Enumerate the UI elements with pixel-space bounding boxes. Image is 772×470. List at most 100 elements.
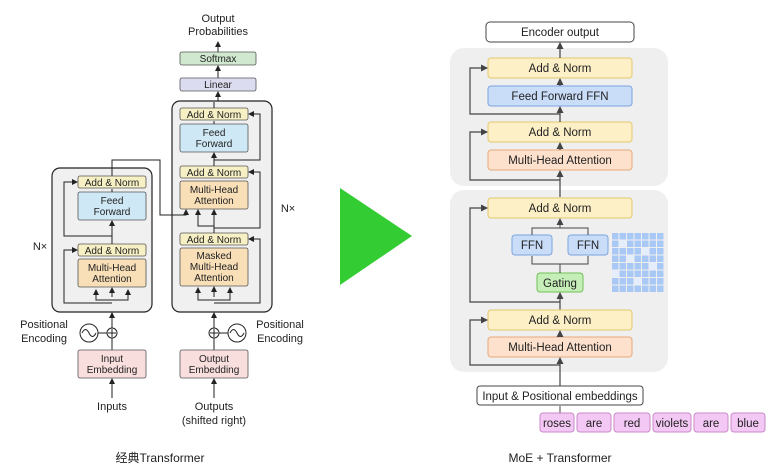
moe-add-norm-1-label: Add & Norm — [529, 203, 592, 215]
inputs-label: Inputs — [97, 401, 127, 413]
expert-grid-cell — [634, 285, 641, 292]
expert-grid-icon — [612, 233, 664, 292]
token-label: are — [703, 418, 720, 430]
decoder-add-norm-3-label: Add & Norm — [187, 235, 241, 246]
decoder-masked-label-1: Masked — [196, 251, 231, 262]
expert-grid-cell — [619, 278, 626, 285]
expert-grid-cell — [619, 248, 626, 255]
expert-grid-cell — [627, 255, 634, 262]
decoder-positional-label-2: Encoding — [257, 333, 303, 345]
expert-grid-cell — [627, 285, 634, 292]
encoder-nx-label: N× — [33, 241, 47, 253]
expert-grid-cell — [649, 263, 656, 270]
token-label: roses — [543, 418, 571, 430]
classic-caption: 经典Transformer — [116, 451, 205, 465]
classic-transformer: Output Probabilities Softmax Linear N× A… — [20, 13, 304, 465]
expert-grid-cell — [642, 285, 649, 292]
outputs-label-1: Outputs — [195, 401, 234, 413]
top-add-norm-1-label: Add & Norm — [529, 63, 592, 75]
expert-grid-cell — [657, 278, 664, 285]
token-box — [730, 412, 766, 433]
top-add-norm-2-label: Add & Norm — [529, 127, 592, 139]
gating-label: Gating — [543, 278, 577, 290]
moe-attention-label: Multi-Head Attention — [508, 342, 612, 354]
expert-grid-cell — [642, 240, 649, 247]
expert-grid-cell — [619, 285, 626, 292]
expert-grid-cell — [634, 233, 641, 240]
expert-grid-cell — [634, 270, 641, 277]
output-probabilities-label-2: Probabilities — [188, 26, 248, 38]
encoder-add-norm-bottom-label: Add & Norm — [85, 246, 139, 257]
input-embedding-label-2: Embedding — [87, 365, 138, 376]
token-box — [539, 412, 575, 433]
token-box — [576, 412, 612, 433]
encoder-add-norm-top-label: Add & Norm — [85, 178, 139, 189]
expert-grid-cell — [612, 255, 619, 262]
expert-grid-cell — [649, 248, 656, 255]
decoder-attention-label-2: Attention — [194, 196, 233, 207]
expert-grid-cell — [627, 233, 634, 240]
expert-grid-cell — [612, 270, 619, 277]
expert-grid-cell — [619, 233, 626, 240]
expert-grid-cell — [642, 263, 649, 270]
output-embedding-label-2: Embedding — [189, 365, 240, 376]
expert-grid-cell — [642, 255, 649, 262]
expert-grid-cell — [657, 285, 664, 292]
output-probabilities-label-1: Output — [201, 13, 234, 25]
token-label: blue — [737, 418, 759, 430]
decoder-ff-label-1: Feed — [203, 128, 226, 139]
expert-grid-cell — [642, 233, 649, 240]
expert-grid-cell — [657, 248, 664, 255]
token-box — [652, 412, 692, 433]
decoder-ff-label-2: Forward — [196, 139, 233, 150]
encoder-output-label: Encoder output — [521, 27, 600, 39]
expert-grid-cell — [642, 248, 649, 255]
top-attention-label: Multi-Head Attention — [508, 155, 612, 167]
expert-grid-cell — [657, 263, 664, 270]
expert-grid-cell — [619, 270, 626, 277]
decoder-add-norm-2-label: Add & Norm — [187, 168, 241, 179]
token-label: red — [624, 418, 641, 430]
expert-grid-cell — [627, 263, 634, 270]
decoder-nx-label: N× — [281, 203, 295, 215]
expert-grid-cell — [634, 278, 641, 285]
expert-grid-cell — [634, 240, 641, 247]
expert-grid-cell — [612, 263, 619, 270]
encoder-stack-box — [51, 167, 153, 313]
input-embedding-label-1: Input — [101, 354, 123, 365]
expert-grid-cell — [657, 255, 664, 262]
token-box — [613, 412, 651, 433]
expert-grid-cell — [649, 255, 656, 262]
decoder-masked-label-3: Attention — [194, 273, 233, 284]
expert-grid-cell — [634, 263, 641, 270]
expert-grid-cell — [657, 240, 664, 247]
expert-grid-cell — [627, 270, 634, 277]
moe-ffn-left-label: FFN — [521, 240, 543, 252]
encoder-attention-label-1: Multi-Head — [88, 263, 136, 274]
encoder-attention-label-2: Attention — [92, 274, 131, 285]
expert-grid-cell — [649, 233, 656, 240]
expert-grid-cell — [649, 278, 656, 285]
decoder-add-norm-1-label: Add & Norm — [187, 110, 241, 121]
expert-grid-cell — [612, 278, 619, 285]
encoder-ff-label-2: Forward — [94, 207, 131, 218]
encoder-ff-label-1: Feed — [101, 196, 124, 207]
softmax-label: Softmax — [200, 54, 237, 65]
expert-grid-cell — [627, 248, 634, 255]
expert-grid-cell — [642, 278, 649, 285]
token-label: violets — [656, 418, 689, 430]
expert-grid-cell — [612, 285, 619, 292]
expert-grid-cell — [634, 255, 641, 262]
expert-grid-cell — [634, 248, 641, 255]
expert-grid-cell — [649, 240, 656, 247]
linear-label: Linear — [204, 80, 232, 91]
moe-transformer: Encoder output Add & Norm Feed Forward F… — [450, 21, 766, 465]
transition-arrow-icon — [340, 188, 412, 285]
decoder-attention-label-1: Multi-Head — [190, 185, 238, 196]
top-ffn-label: Feed Forward FFN — [511, 91, 608, 103]
embeddings-box — [476, 385, 644, 406]
encoder-positional-label-1: Positional — [20, 319, 68, 331]
